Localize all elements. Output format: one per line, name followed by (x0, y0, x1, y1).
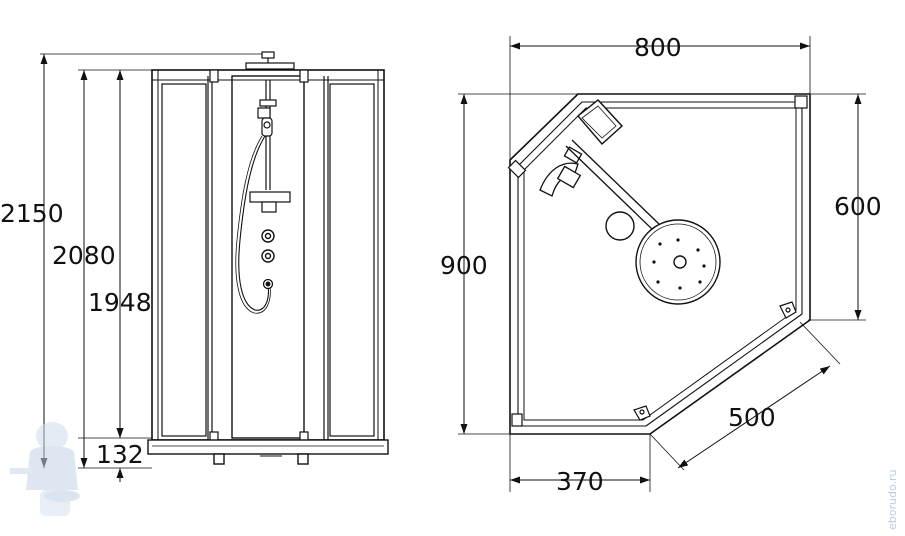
label-total-height: 2150 (0, 199, 64, 228)
front-view (40, 51, 389, 482)
plumber-mascot-icon (10, 422, 80, 516)
plan-hand-shower-holder (539, 146, 583, 197)
label-cabin-height: 2080 (52, 241, 116, 270)
side-glass-panels (161, 76, 375, 440)
label-door-height: 1948 (88, 288, 152, 317)
mixer-tap (262, 278, 274, 290)
label-side-depth: 600 (834, 192, 882, 221)
door-rollers (209, 69, 309, 443)
back-panel (231, 75, 305, 439)
shelf (249, 191, 291, 213)
label-diagonal: 500 (728, 403, 776, 432)
label-tray-height: 132 (96, 440, 144, 469)
dimline-diagonal (677, 365, 831, 469)
hand-shower (261, 117, 273, 137)
tray-outline (509, 93, 811, 435)
plan-rain-shower-nozzles (652, 238, 706, 290)
plan-door-rollers (633, 301, 797, 421)
plan-view (458, 36, 866, 492)
front-extension-lines (40, 53, 268, 469)
corner-profiles (507, 95, 808, 427)
label-width: 800 (634, 33, 682, 62)
overhead-shower (245, 51, 295, 70)
shower-hose (238, 135, 269, 311)
label-front-width: 370 (556, 467, 604, 496)
massage-jets (261, 229, 275, 263)
label-depth: 900 (440, 251, 488, 280)
plan-overhead-shower (605, 211, 635, 241)
dimension-labels: 2150 2080 1948 132 800 900 600 500 370 (0, 33, 882, 496)
shower-tray (147, 439, 389, 465)
plan-rain-shower (635, 219, 721, 305)
plan-shelf (576, 99, 623, 146)
watermark-text: eborudo.ru (886, 470, 899, 530)
